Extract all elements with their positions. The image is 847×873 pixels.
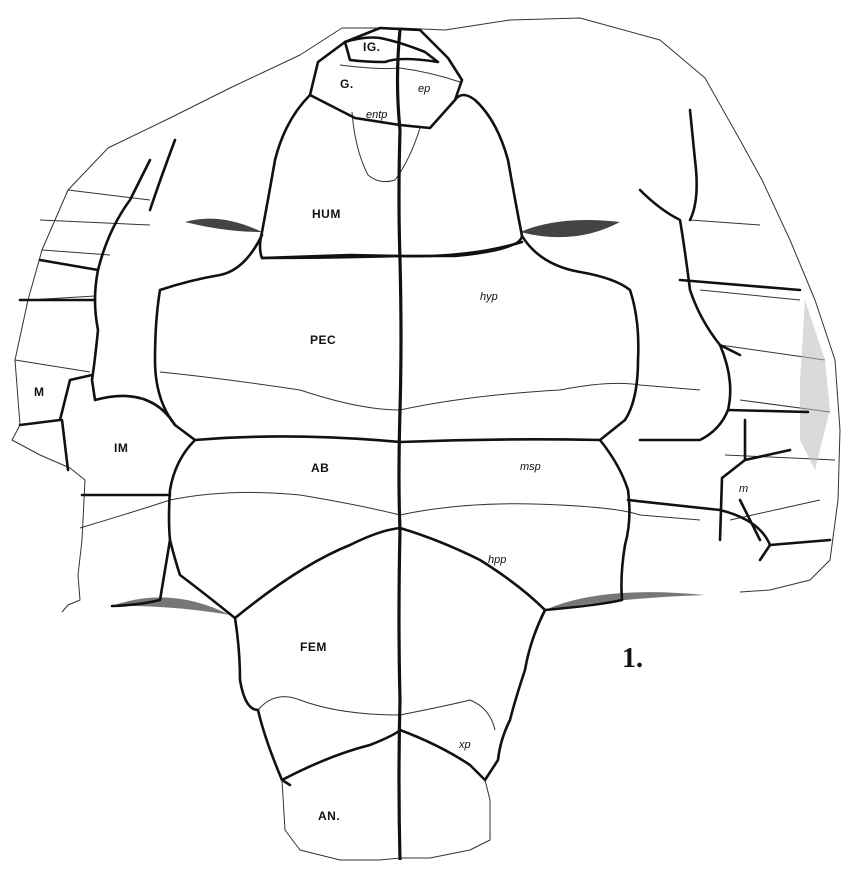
axillary-notch-right-shade	[520, 220, 620, 237]
label-humeral: HUM	[312, 207, 341, 221]
femoral-anal-sulcus	[282, 730, 485, 780]
femoral-border	[235, 618, 290, 785]
epiplastron-suture	[340, 65, 460, 82]
abdominal-femoral-sulcus	[235, 528, 545, 618]
intergular-border	[345, 38, 438, 63]
right-lower-marginals	[628, 500, 830, 560]
axillary-notch-left-shade	[185, 219, 262, 232]
midline-suture	[398, 30, 402, 860]
femoral-border-right	[485, 610, 545, 780]
label-gular: G.	[340, 77, 354, 91]
left-marginal-borders	[20, 140, 175, 470]
right-abdominal-border	[545, 440, 629, 610]
label-intergular: IG.	[363, 40, 381, 54]
left-abdominal-border	[169, 440, 235, 618]
left-inframarginal-border	[92, 160, 175, 425]
label-marginal-left: M	[34, 385, 45, 399]
peripheral-lines-left	[15, 190, 150, 372]
label-pectoral: PEC	[310, 333, 336, 347]
carapace-outline	[15, 18, 840, 592]
right-inframarginal-border	[640, 190, 730, 440]
figure-number: 1.	[622, 643, 643, 674]
label-xiphiplastron: xp	[458, 739, 471, 751]
label-anal: AN.	[318, 809, 340, 823]
label-femoral: FEM	[300, 640, 327, 654]
xiphi-suture	[258, 697, 495, 730]
label-hypoplastron: hpp	[488, 554, 506, 566]
right-marginal-borders	[680, 110, 808, 540]
label-inframarginal: IM	[114, 441, 128, 455]
left-lower-inframarginal	[82, 495, 170, 606]
left-axillary-border	[155, 235, 262, 440]
label-marginal-right: m	[739, 483, 748, 495]
right-margin-shade	[800, 300, 830, 470]
label-hyoplastron: hyp	[480, 291, 498, 303]
label-entoplastron: entp	[366, 109, 387, 121]
right-axillary-border	[522, 236, 638, 440]
hyo-hypo-suture	[160, 372, 700, 410]
carapace-left-lower	[12, 425, 85, 612]
label-mesoplastron: msp	[520, 461, 541, 473]
pectoral-abdominal-sulcus	[195, 436, 600, 442]
anal-notch-outline	[282, 780, 490, 860]
hypo-xiphi-suture-left	[80, 492, 700, 528]
humeral-border	[260, 95, 522, 258]
label-epiplastron: ep	[418, 83, 430, 95]
label-abdominal: AB	[311, 461, 329, 475]
